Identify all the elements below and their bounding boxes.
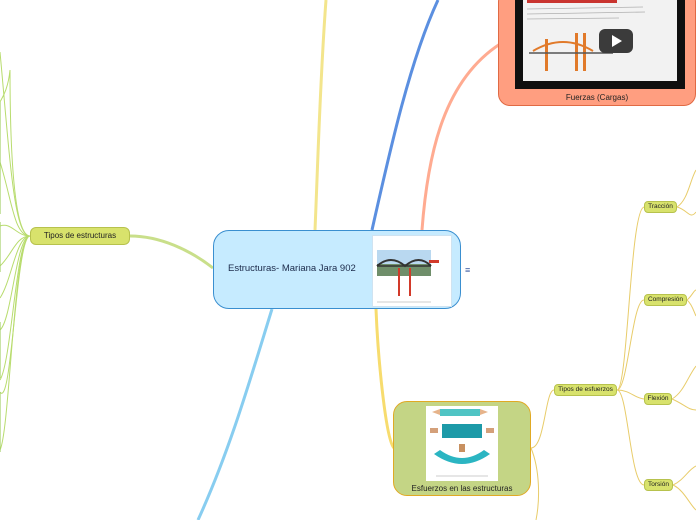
connector-top-blue: [370, 0, 440, 231]
tipos-de-estructuras-node[interactable]: Tipos de estructuras: [30, 227, 130, 245]
connector-top-yellow: [313, 0, 328, 231]
video-thumbnail[interactable]: [515, 0, 685, 89]
central-topic-label: Estructuras- Mariana Jara 902: [228, 263, 356, 274]
connector-tipos-estructuras: [129, 234, 214, 270]
torsion-node[interactable]: Torsión: [644, 479, 673, 491]
esfuerzos-node[interactable]: Esfuerzos en las estructuras: [393, 401, 531, 496]
connector-left-subbranches: [0, 51, 31, 451]
fuerzas-cargas-label: Fuerzas (Cargas): [565, 93, 629, 102]
play-icon[interactable]: [599, 29, 633, 53]
bridge-illustration: [373, 244, 451, 303]
flexion-node[interactable]: Flexión: [644, 393, 672, 405]
traccion-node[interactable]: Tracción: [644, 201, 677, 213]
compresion-node[interactable]: Compresión: [644, 294, 687, 306]
notes-icon[interactable]: ≡: [465, 265, 471, 275]
tipos-de-estructuras-label: Tipos de estructuras: [43, 231, 117, 240]
esfuerzos-label: Esfuerzos en las estructuras: [411, 484, 513, 493]
video-bridge-illustration: [526, 6, 646, 71]
central-topic[interactable]: Estructuras- Mariana Jara 902: [213, 230, 461, 309]
bridge-diagram-image: [372, 235, 452, 307]
tipos-de-esfuerzos-node[interactable]: Tipos de esfuerzos: [554, 384, 617, 396]
fuerzas-cargas-node[interactable]: Fuerzas (Cargas): [498, 0, 696, 106]
video-title-strip: [527, 0, 617, 3]
connector-esfuerzos: [374, 308, 396, 450]
stress-illustration: [430, 409, 494, 477]
connector-bottom-lightblue: [196, 308, 274, 520]
video-slide: [523, 0, 677, 81]
stress-diagram-image: [426, 406, 498, 481]
connector-fuerzas: [420, 42, 501, 231]
connector-tipos-esfuerzos: [530, 169, 696, 520]
